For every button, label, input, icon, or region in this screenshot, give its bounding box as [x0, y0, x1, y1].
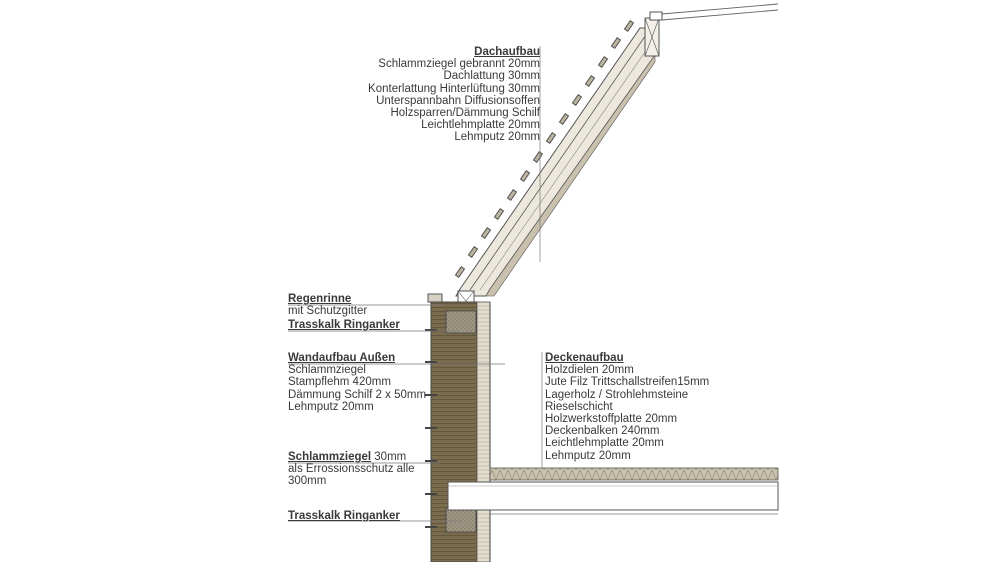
roof-title: Dachaufbau	[474, 46, 540, 58]
ring-anchor-top-title: Trasskalk Ringanker	[288, 319, 400, 331]
ceiling-title: Deckenaufbau	[545, 352, 624, 364]
roof-line: Konterlattung Hinterlüftung 30mm	[368, 82, 540, 95]
ceiling-line: Holzdielen 20mm	[545, 364, 634, 377]
ceiling-line: Deckenbalken 240mm	[545, 425, 660, 438]
roof-line: Dachlattung 30mm	[443, 70, 540, 83]
roof-line: Lehmputz 20mm	[454, 131, 540, 144]
ceiling-section	[447, 467, 779, 515]
ring-anchor-bottom-title: Trasskalk Ringanker	[288, 510, 400, 522]
ceiling-line: Lehmputz 20mm	[545, 449, 631, 462]
roof-line: Unterspannbahn Diffusionsoffen	[376, 94, 540, 107]
ring-anchor-bottom-label: Trasskalk Ringanker	[288, 510, 400, 522]
roof-section	[455, 27, 656, 297]
ceiling-line: Leichtlehmplatte 20mm	[545, 437, 664, 450]
ceiling-line: Rieselschicht	[545, 400, 613, 413]
erosion-line: als Errossionsschutz alle	[288, 463, 415, 476]
wall-line: Stampflehm 420mm	[288, 376, 391, 389]
erosion-line: 300mm	[288, 475, 327, 488]
roof-line: Schlammziegel gebrannt 20mm	[378, 58, 540, 71]
roof-line: Leichtlehmplatte 20mm	[421, 119, 540, 132]
leader-lines	[288, 46, 543, 522]
erosion-title-suffix: 30mm	[371, 451, 407, 463]
wall-line: Schlammziegel	[288, 364, 366, 377]
ceiling-line: Jute Filz Trittschallstreifen15mm	[545, 376, 710, 389]
ridge-detail	[644, 3, 779, 57]
roof-buildup-label: Dachaufbau Schlammziegel gebrannt 20mm D…	[360, 46, 540, 144]
wall-title: Wandaufbau Außen	[288, 352, 396, 364]
erosion-protection-ticks	[425, 329, 437, 528]
wall-line: Dämmung Schilf 2 x 50mm	[288, 388, 427, 401]
ring-anchor-top-label: Trasskalk Ringanker	[288, 319, 400, 331]
gutter-label: Regenrinne mit Schutzgitter	[288, 293, 367, 317]
gutter-title: Regenrinne	[288, 293, 352, 305]
roof-tiles	[454, 20, 635, 278]
gutter-line: mit Schutzgitter	[288, 305, 368, 318]
wall-buildup-label: Wandaufbau Außen Schlammziegel Stampfleh…	[288, 352, 426, 413]
wall-line: Lehmputz 20mm	[288, 400, 374, 413]
outer-wall	[430, 301, 491, 562]
ceiling-line: Lagerholz / Strohlehmsteine	[545, 388, 689, 401]
ceiling-line: Holzwerkstoffplatte 20mm	[545, 413, 678, 426]
roof-line: Holzsparren/Dämmung Schilf	[390, 107, 540, 120]
erosion-title: Schlammziegel	[288, 451, 372, 463]
erosion-protection-label: Schlammziegel 30mm als Errossionsschutz …	[288, 451, 415, 488]
ceiling-buildup-label: Deckenaufbau Holzdielen 20mm Jute Filz T…	[545, 352, 709, 462]
